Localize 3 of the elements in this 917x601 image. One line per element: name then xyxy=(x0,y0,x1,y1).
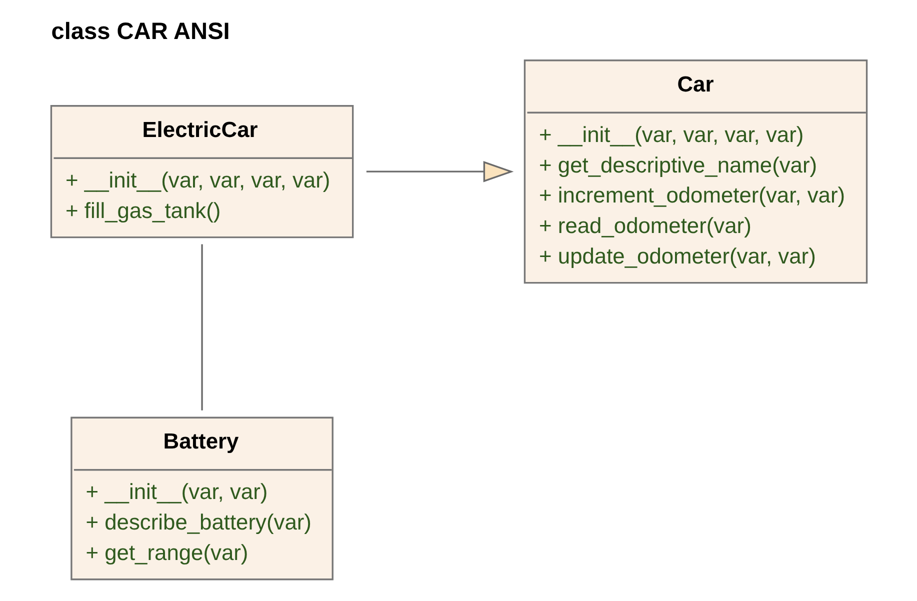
diagram-title: class CAR ANSI xyxy=(50,18,230,44)
connector xyxy=(200,244,202,410)
arrow xyxy=(366,160,514,182)
